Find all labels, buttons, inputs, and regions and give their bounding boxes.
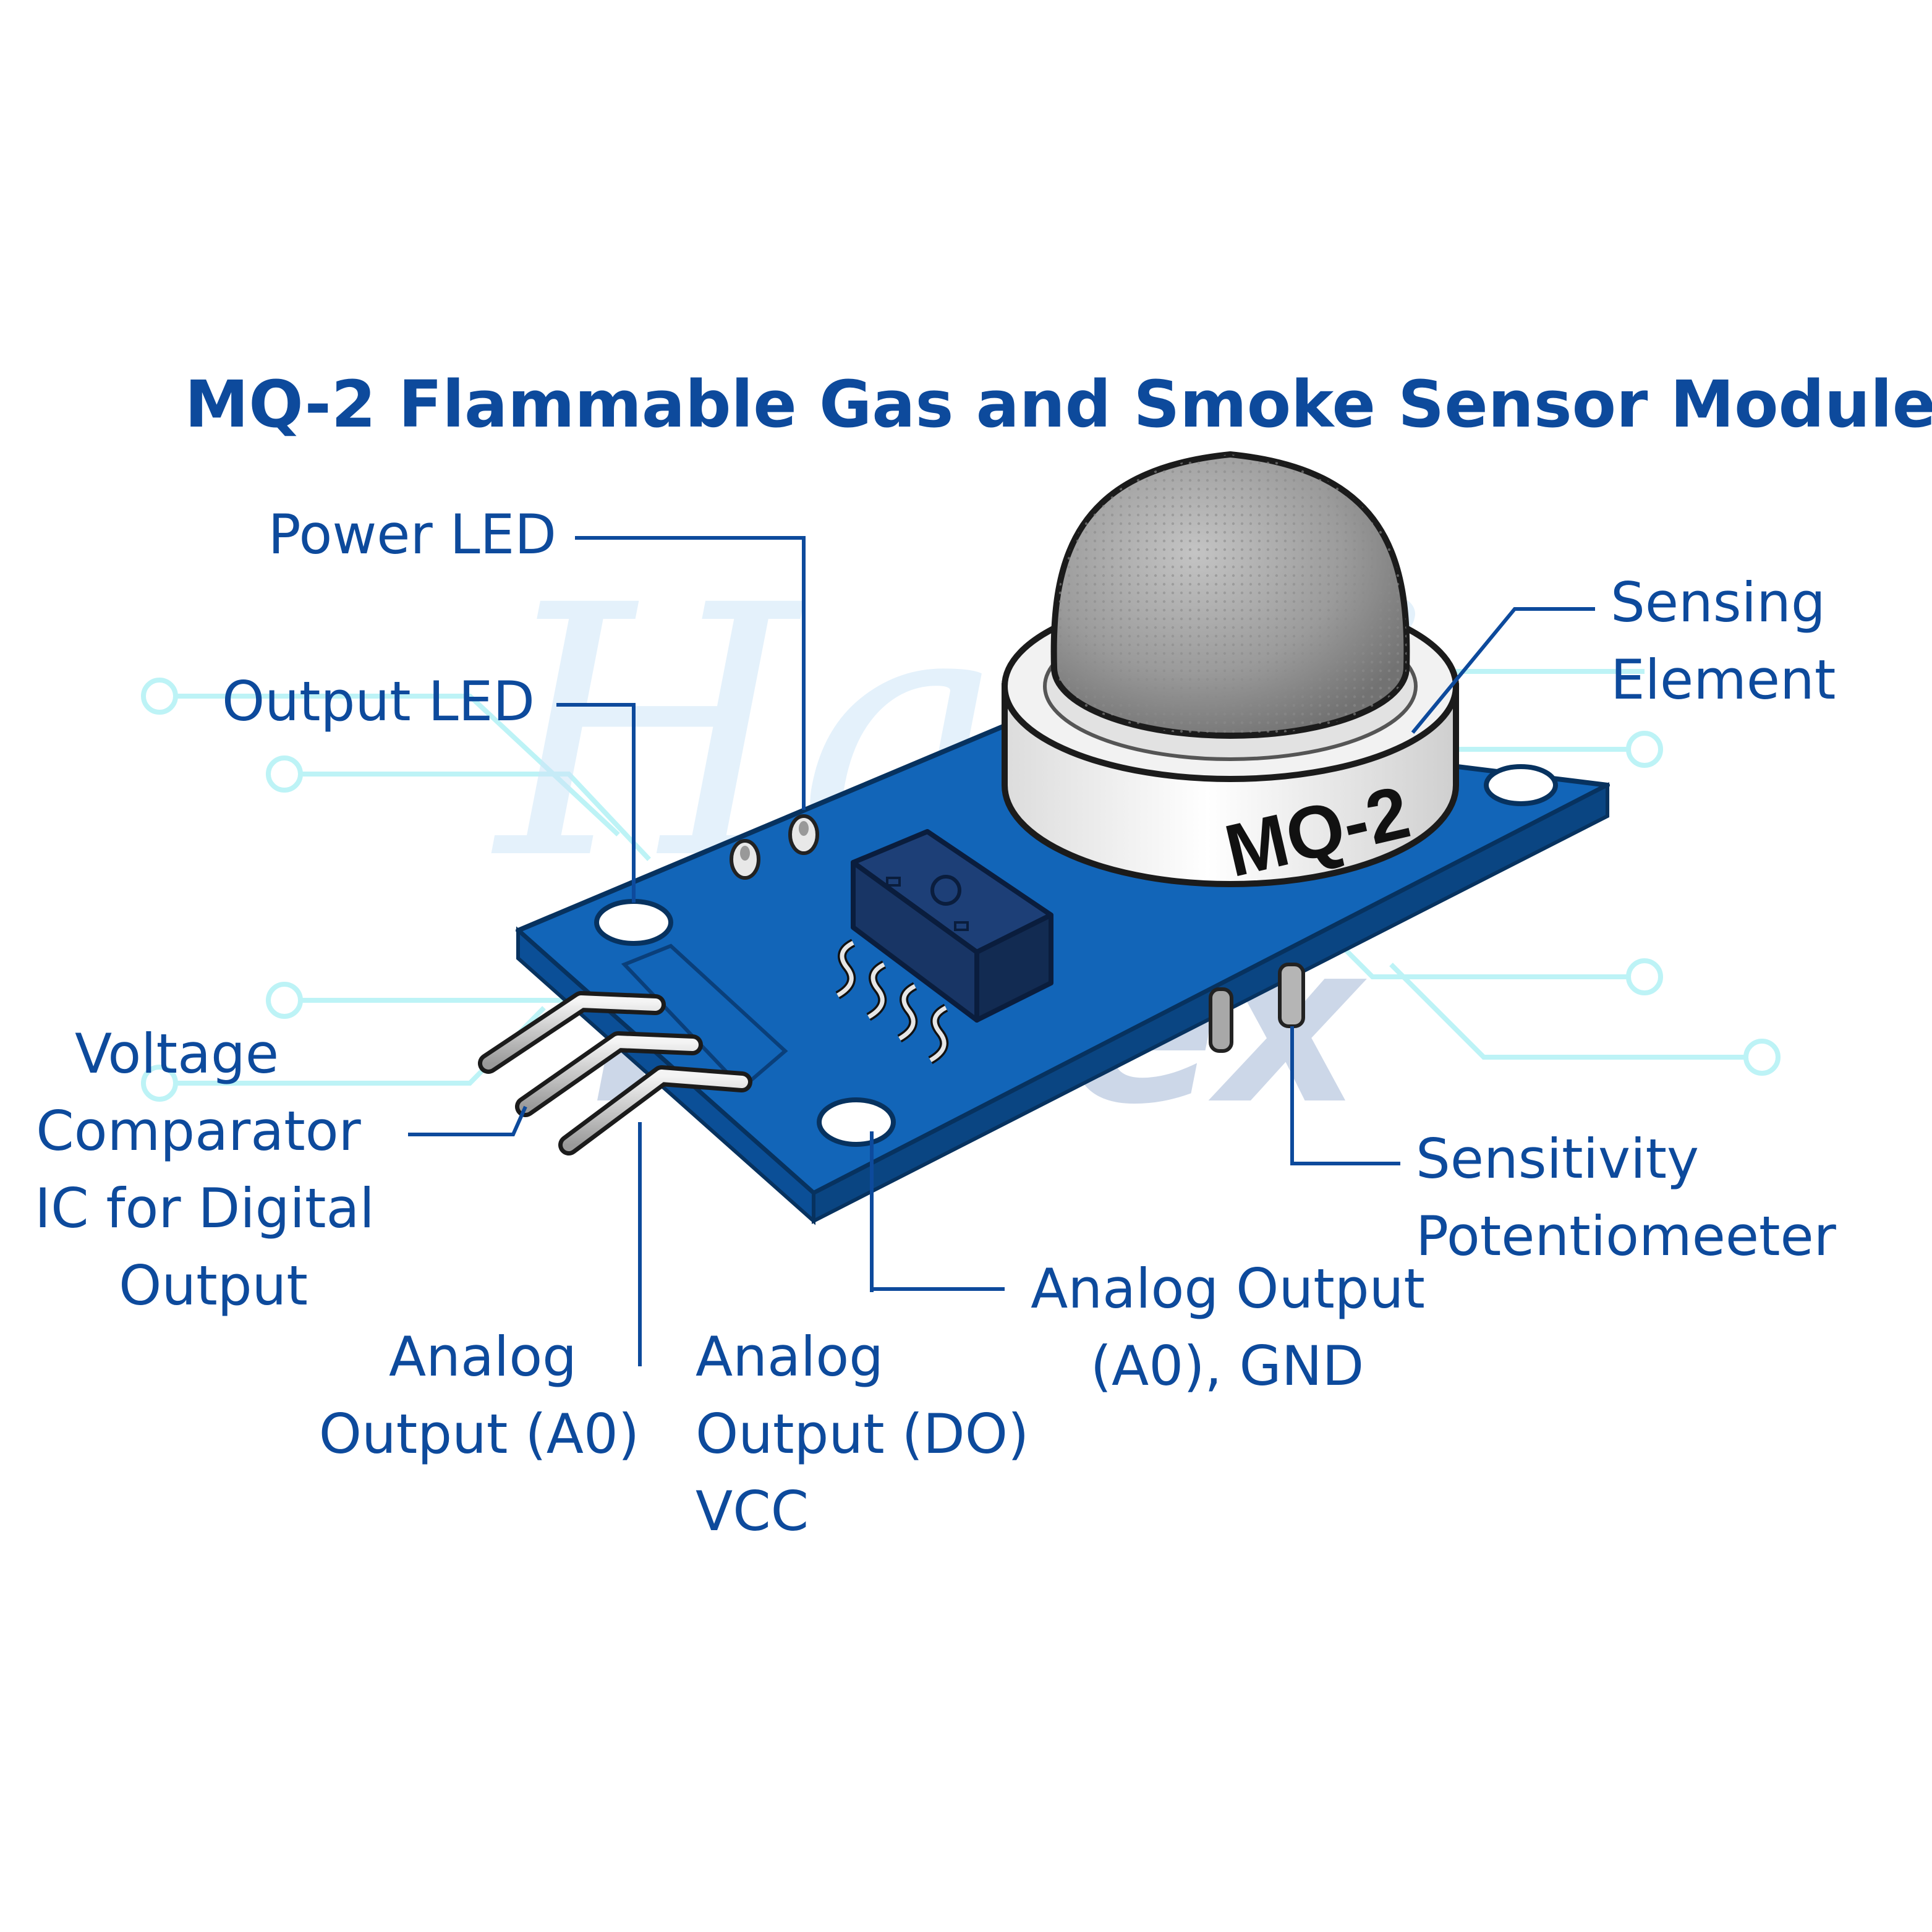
label-voltage-comparator: Voltage Comparator IC for Digital Output — [35, 1022, 392, 1317]
label-output-led: Output LED — [222, 670, 535, 733]
led-power-icon — [788, 814, 819, 855]
header-pins — [478, 991, 752, 1155]
label-analog-output-do-vcc: Analog Output (DO) VCC — [696, 1325, 1046, 1543]
label-power-led: Power LED — [268, 503, 556, 566]
label-sensing-element: Sensing Element — [1611, 571, 1843, 712]
led-output-icon — [730, 839, 760, 880]
diagram-title: MQ-2 Flammable Gas and Smoke Sensor Modu… — [185, 367, 1932, 442]
mounting-holes — [594, 764, 1558, 1147]
mq2-sensor-can: MQ-2 — [1002, 451, 1459, 893]
label-sensitivity-potentiometer: Sensitivity Potentiomeeter — [1416, 1127, 1837, 1268]
comparator-ic-chip — [835, 829, 1053, 1065]
mq2-module-illustration: MQ-2 — [478, 451, 1610, 1225]
label-analog-output-a0-gnd: Analog Output (A0), GND — [1031, 1257, 1442, 1398]
leader-lines — [408, 536, 1595, 1366]
label-analog-output-a0: Analog Output (A0) — [319, 1325, 640, 1466]
